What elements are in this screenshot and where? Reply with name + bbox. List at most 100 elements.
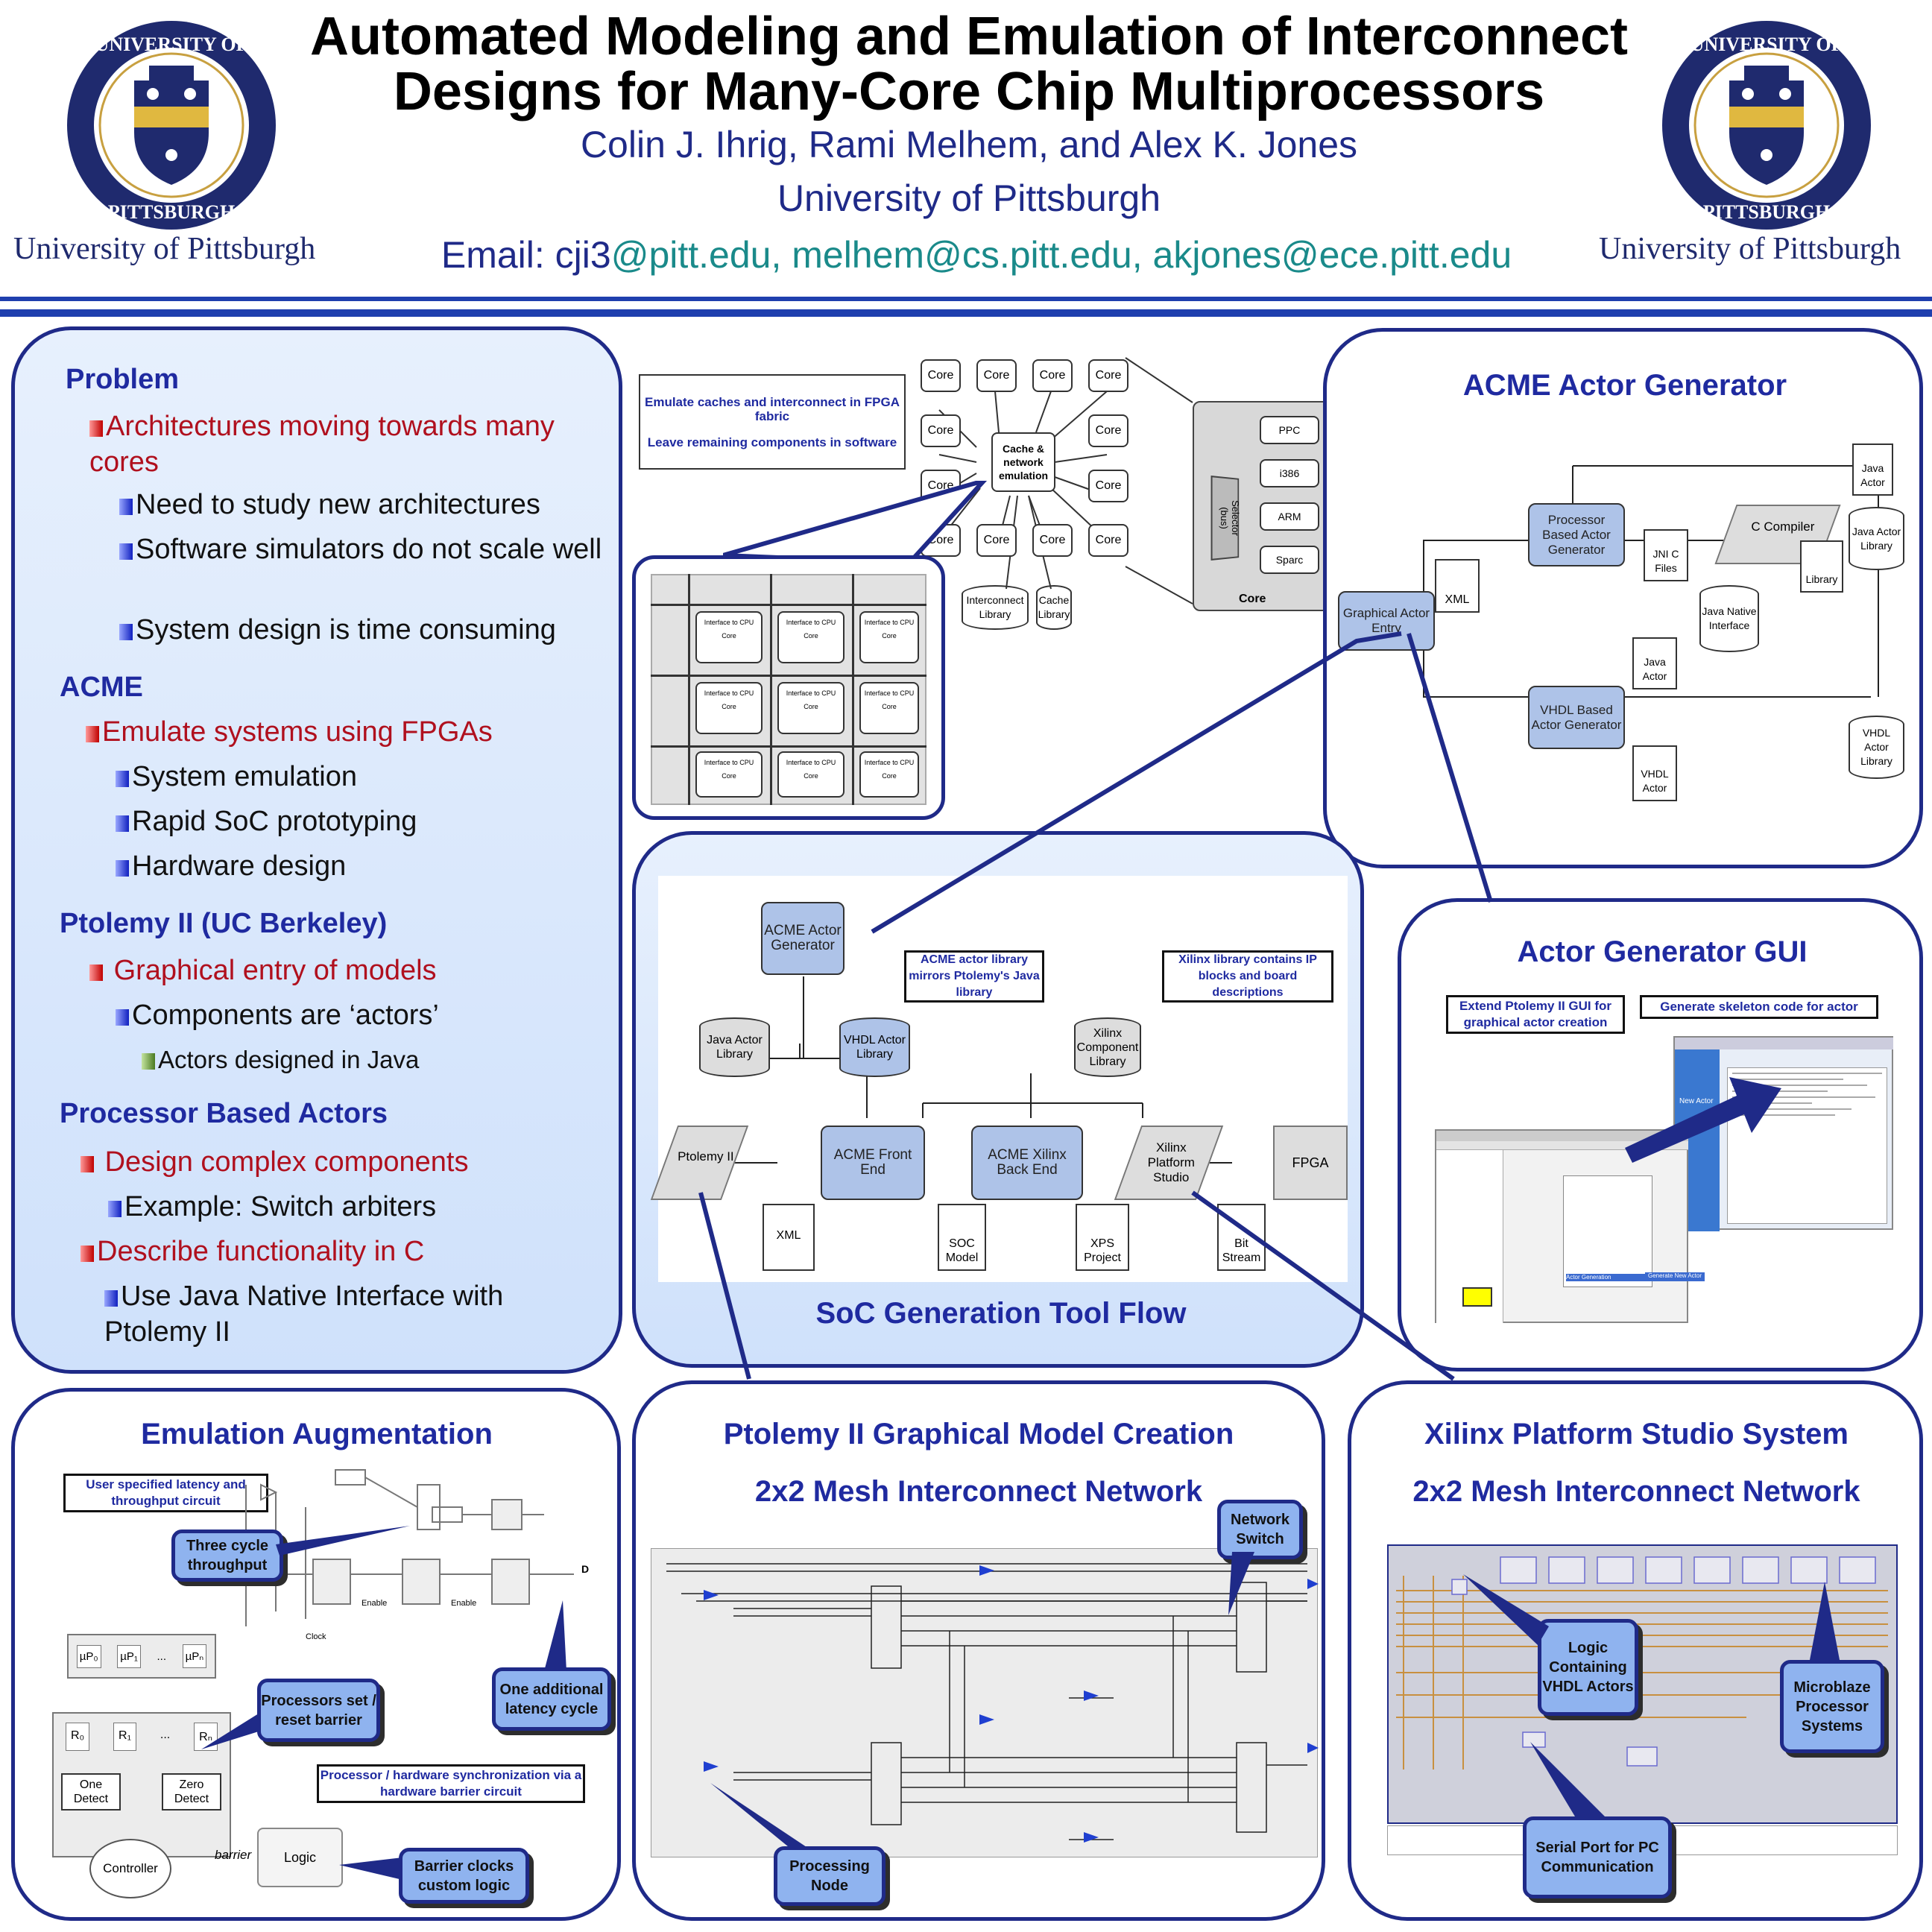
xps-bus-wiring — [1396, 1556, 1888, 1770]
java-actor-doc: Java Actor — [1632, 637, 1677, 689]
java-native-interface: Java Native Interface — [1699, 585, 1759, 652]
ptolemy-bullet-1: Graphical entry of models — [89, 953, 437, 988]
processor-box: µP₀ — [76, 1644, 101, 1668]
ptolemy-title-1: Ptolemy II Graphical Model Creation — [723, 1418, 1234, 1450]
bullet-icon — [116, 860, 129, 877]
email-line: Email: cji3@pitt.edu, melhem@cs.pitt.edu… — [417, 233, 1535, 277]
barrier-register-block: R₀ R₁ ... Rₙ One Detect Zero Detect — [52, 1712, 231, 1857]
acme-bullet-1: Emulate systems using FPGAs — [86, 714, 607, 750]
network-switch-callout: Network Switch — [1217, 1500, 1303, 1559]
generate-new-actor-item[interactable]: Generate New Actor — [1645, 1272, 1705, 1281]
core-box: Core — [1088, 470, 1128, 502]
cpu-arm: ARM — [1260, 502, 1319, 531]
mesh-cell: Interface to CPU Core — [777, 682, 845, 734]
bullet-icon — [119, 624, 133, 640]
acme-heading: ACME — [60, 672, 143, 703]
ptolemy-canvas[interactable] — [651, 1548, 1319, 1857]
processor-box: µP₁ — [117, 1644, 141, 1668]
bullet-icon — [89, 420, 103, 437]
barrier-label: barrier — [215, 1848, 252, 1862]
problem-bullet-4: System design is time consuming — [119, 612, 619, 648]
java-actor-library: Java Actor Library — [1849, 507, 1904, 570]
header-rule — [0, 297, 1932, 301]
bullet-icon — [119, 543, 133, 560]
university-seal-right: UNIVERSITY OF PITTSBURGH — [1662, 21, 1871, 230]
logic-box: Logic — [257, 1828, 343, 1887]
cpu-sparc: Sparc — [1260, 546, 1319, 574]
core-box: Core — [976, 359, 1017, 392]
ptolemy-bullet-3: Actors designed in Java — [142, 1046, 419, 1074]
acme-bullet-4: Hardware design — [116, 848, 346, 884]
mesh-cell: Interface to CPU Core — [859, 682, 919, 734]
core-box: Core — [1088, 359, 1128, 392]
xilinx-library-note: Xilinx library contains IP blocks and bo… — [1162, 950, 1333, 1003]
generated-code-window: New Actor — [1673, 1036, 1893, 1231]
acme-bullet-2: System emulation — [116, 759, 357, 795]
acme-xilinx-back-end: ACME Xilinx Back End — [971, 1126, 1083, 1200]
context-menu[interactable]: Actor Generation — [1563, 1175, 1652, 1287]
one-detect-box: One Detect — [61, 1773, 121, 1811]
pba-bullet-4: Use Java Native Interface with Ptolemy I… — [104, 1281, 504, 1348]
soc-toolflow-panel: ACME Actor Generator ACME actor library … — [632, 831, 1364, 1368]
enable-label: Enable — [451, 1599, 477, 1608]
bit-stream-doc: Bit Stream — [1217, 1204, 1266, 1271]
new-actor-label: New Actor — [1679, 1097, 1714, 1105]
problem-bullet-2: Need to study new architectures — [119, 487, 604, 523]
bullet-icon — [86, 726, 99, 742]
problem-bullet-1: Architectures moving towards many cores — [89, 411, 555, 478]
vhdl-actor-doc: VHDL Actor — [1632, 745, 1677, 801]
poster-title: Automated Modeling and Emulation of Inte… — [298, 9, 1640, 119]
xps-title-2: 2x2 Mesh Interconnect Network — [1412, 1475, 1860, 1508]
graphical-actor-entry: Graphical Actor Entry — [1338, 591, 1435, 651]
processor-row: µP₀ µP₁ ... µPₙ — [67, 1634, 216, 1679]
ptolemy-bullet-2: Components are ‘actors’ — [116, 997, 439, 1033]
selector-label: Selector (bus) — [1219, 500, 1241, 536]
bullet-icon — [80, 1246, 94, 1262]
bullet-icon — [119, 499, 133, 515]
barrier-clocks-callout: Barrier clocks custom logic — [399, 1848, 529, 1904]
cpu-ppc: PPC — [1260, 416, 1319, 444]
email-link[interactable]: @pitt.edu, melhem@cs.pitt.edu, akjones@e… — [610, 234, 1512, 276]
mesh-cell: Interface to CPU Core — [695, 611, 763, 663]
interconnect-library: Interconnect Library — [962, 585, 1029, 630]
arrow-icon — [1625, 1077, 1781, 1163]
ptolemy-wiring — [666, 1563, 1319, 1843]
header-rule-thick — [0, 309, 1932, 317]
emulation-panel: Emulation Augmentation User specified la… — [11, 1388, 621, 1921]
core-detail: Selector (bus) PPC i386 ARM Sparc Core — [1193, 401, 1346, 611]
intro-panel: Problem Architectures moving towards man… — [11, 326, 622, 1374]
title-line-2: Designs for Many-Core Chip Multiprocesso… — [393, 62, 1545, 121]
affiliation: University of Pittsburgh — [777, 177, 1161, 219]
ptolemy-title-2: 2x2 Mesh Interconnect Network — [754, 1475, 1203, 1508]
mesh-cell: Interface to CPU Core — [777, 751, 845, 798]
bullet-icon — [89, 965, 103, 981]
actor-generation-menu-item[interactable]: Actor Generation — [1566, 1274, 1650, 1281]
title-line-1: Automated Modeling and Emulation of Inte… — [309, 7, 1628, 66]
ptolemy-heading: Ptolemy II (UC Berkeley) — [60, 908, 388, 939]
ptolemy-gui-window: Actor Generation Generate New Actor — [1435, 1129, 1705, 1323]
d-label: D — [581, 1563, 590, 1575]
mesh-cell: Interface to CPU Core — [695, 682, 763, 734]
bullet-icon — [108, 1201, 121, 1217]
new-actor-block[interactable] — [1462, 1287, 1492, 1307]
xps-title-1: Xilinx Platform Studio System — [1424, 1418, 1849, 1450]
xml-doc: XML — [763, 1204, 815, 1271]
processor-based-actor-generator: Processor Based Actor Generator — [1528, 503, 1625, 566]
acme-actor-generator-node: ACME Actor Generator — [761, 902, 845, 975]
logic-vhdl-callout: Logic Containing VHDL Actors — [1538, 1619, 1638, 1716]
vhdl-based-actor-generator: VHDL Based Actor Generator — [1528, 686, 1625, 749]
vhdl-actor-library: VHDL Actor Library — [1849, 716, 1904, 779]
core-box: Core — [921, 414, 961, 447]
university-seal-left: UNIVERSITY OF PITTSBURGH — [67, 21, 276, 230]
java-actor-library: Java Actor Library — [699, 1017, 770, 1077]
svg-text:UNIVERSITY OF: UNIVERSITY OF — [1690, 34, 1843, 55]
mesh-cell: Interface to CPU Core — [859, 751, 919, 798]
xps-panel: Xilinx Platform Studio System 2x2 Mesh I… — [1348, 1380, 1923, 1921]
core-box: Core — [921, 359, 961, 392]
emulation-title: Emulation Augmentation — [141, 1418, 493, 1450]
acme-bullet-3: Rapid SoC prototyping — [116, 804, 417, 839]
mesh-zoom-panel: Interface to CPU Core Interface to CPU C… — [632, 555, 945, 820]
bullet-icon — [116, 1009, 129, 1026]
bullet-icon — [116, 815, 129, 832]
